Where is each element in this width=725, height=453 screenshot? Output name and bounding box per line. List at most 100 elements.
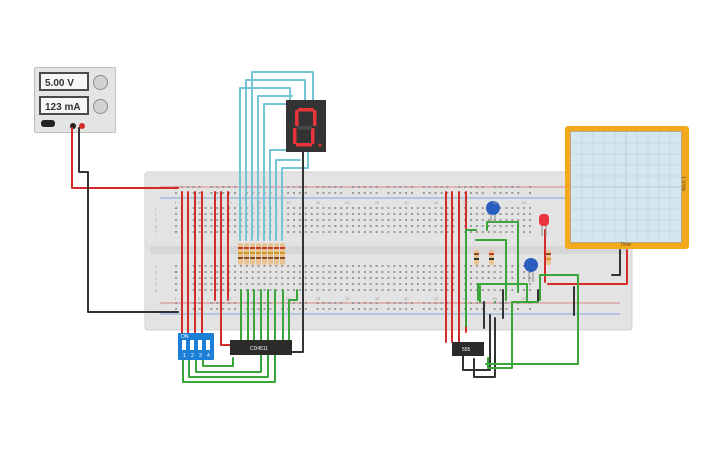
- voltage-display: 5.00 V: [39, 72, 89, 91]
- row-letter: j: [154, 206, 156, 211]
- resistor-band: [238, 252, 243, 254]
- resistor-band: [280, 257, 285, 259]
- column-number: 30: [345, 200, 350, 205]
- column-number: 25: [316, 200, 321, 205]
- resistor-band: [274, 247, 279, 249]
- column-number: 35: [375, 200, 380, 205]
- dip-switch-4[interactable]: [206, 340, 210, 350]
- column-number: 45: [434, 296, 439, 301]
- segment-c: [311, 128, 315, 144]
- column-number: 55: [493, 296, 498, 301]
- column-number: 55: [493, 200, 498, 205]
- column-number: 15: [257, 296, 262, 301]
- dip-on-label: ON: [181, 334, 189, 340]
- segment-d: [296, 143, 312, 147]
- resistor-band: [274, 257, 279, 259]
- oscilloscope-screen: [570, 131, 682, 243]
- column-number: 40: [404, 200, 409, 205]
- resistor-band: [256, 247, 261, 249]
- timer-chip-label: 555: [462, 347, 471, 353]
- resistor-band: [250, 247, 255, 249]
- capacitor-2[interactable]: [524, 258, 538, 282]
- red-led[interactable]: [539, 214, 549, 236]
- dip-number: 3: [199, 353, 202, 359]
- segment-g: [297, 126, 312, 130]
- resistor-band: [238, 247, 243, 249]
- resistor-band: [280, 247, 285, 249]
- resistor-band: [244, 247, 249, 249]
- signal-wires[interactable]: [182, 221, 579, 383]
- dip-switch[interactable]: ON 1 2 3 4: [178, 333, 214, 360]
- resistor-band: [244, 257, 249, 259]
- resistor-band: [256, 257, 261, 259]
- timer-chip[interactable]: 555: [452, 342, 484, 356]
- power-switch[interactable]: [41, 120, 55, 127]
- segment-f: [295, 110, 299, 126]
- column-number: 45: [434, 200, 439, 205]
- column-number: 10: [227, 296, 232, 301]
- display-wires[interactable]: [239, 71, 314, 241]
- resistor-band: [250, 257, 255, 259]
- current-display: 123 mA: [39, 96, 89, 115]
- column-number: 60: [522, 200, 527, 205]
- resistor-band: [262, 257, 267, 259]
- column-numbers: 1155101015152020252530303535404045455050…: [174, 200, 527, 301]
- breadboard[interactable]: [144, 171, 633, 331]
- resistor-band: [244, 252, 249, 254]
- dip-switch-1[interactable]: [182, 340, 186, 350]
- resistor-band: [280, 252, 285, 254]
- power-wires[interactable]: [71, 127, 628, 346]
- oscilloscope-grid: [571, 132, 681, 242]
- timer-resistor-1[interactable]: [474, 250, 479, 265]
- column-number: 10: [227, 200, 232, 205]
- decimal-point: [318, 143, 322, 147]
- current-knob[interactable]: [93, 99, 108, 114]
- row-letter: c: [155, 276, 157, 281]
- timer-resistor-2[interactable]: [489, 250, 494, 265]
- resistor-band: [262, 252, 267, 254]
- row-letter: e: [155, 264, 158, 269]
- row-letter: g: [155, 224, 157, 229]
- power-supply[interactable]: 5.00 V 123 mA: [34, 67, 116, 133]
- psu-positive-terminal[interactable]: [79, 123, 85, 129]
- column-number: 50: [463, 296, 468, 301]
- row-letter: i: [155, 212, 156, 217]
- voltage-knob[interactable]: [93, 75, 108, 90]
- dip-switch-2[interactable]: [190, 340, 194, 350]
- dip-number: 2: [191, 353, 194, 359]
- ground-wires[interactable]: [78, 127, 621, 378]
- oscilloscope-scale-label: 1 V/div: [680, 176, 686, 192]
- resistor-band: [268, 257, 273, 259]
- column-number: 30: [345, 296, 350, 301]
- capacitor-1[interactable]: [486, 201, 500, 223]
- segment-e: [293, 128, 297, 144]
- resistor-band: [262, 247, 267, 249]
- oscilloscope-time-label: Time: [620, 242, 631, 248]
- psu-negative-terminal[interactable]: [70, 123, 76, 129]
- column-number: 20: [286, 296, 291, 301]
- column-number: 25: [316, 296, 321, 301]
- resistor-band: [268, 252, 273, 254]
- resistor-band: [238, 257, 243, 259]
- resistor-band: [256, 252, 261, 254]
- resistor-band: [274, 252, 279, 254]
- row-letter: b: [155, 282, 158, 287]
- segment-a: [298, 108, 314, 112]
- breadboard-holes[interactable]: [175, 186, 531, 310]
- display-resistors[interactable]: [238, 243, 285, 265]
- row-letter: f: [155, 230, 157, 235]
- center-channel: [150, 246, 628, 254]
- oscilloscope[interactable]: Time 1 V/div: [565, 126, 689, 249]
- decoder-chip[interactable]: CD4511: [230, 340, 292, 355]
- seven-segment-display[interactable]: [286, 100, 326, 152]
- dip-switch-3[interactable]: [198, 340, 202, 350]
- led-resistor[interactable]: [546, 250, 551, 265]
- column-number: 40: [404, 296, 409, 301]
- dip-number: 1: [183, 353, 186, 359]
- row-letter: d: [155, 270, 157, 275]
- row-letter: a: [155, 288, 158, 293]
- column-number: 60: [522, 296, 527, 301]
